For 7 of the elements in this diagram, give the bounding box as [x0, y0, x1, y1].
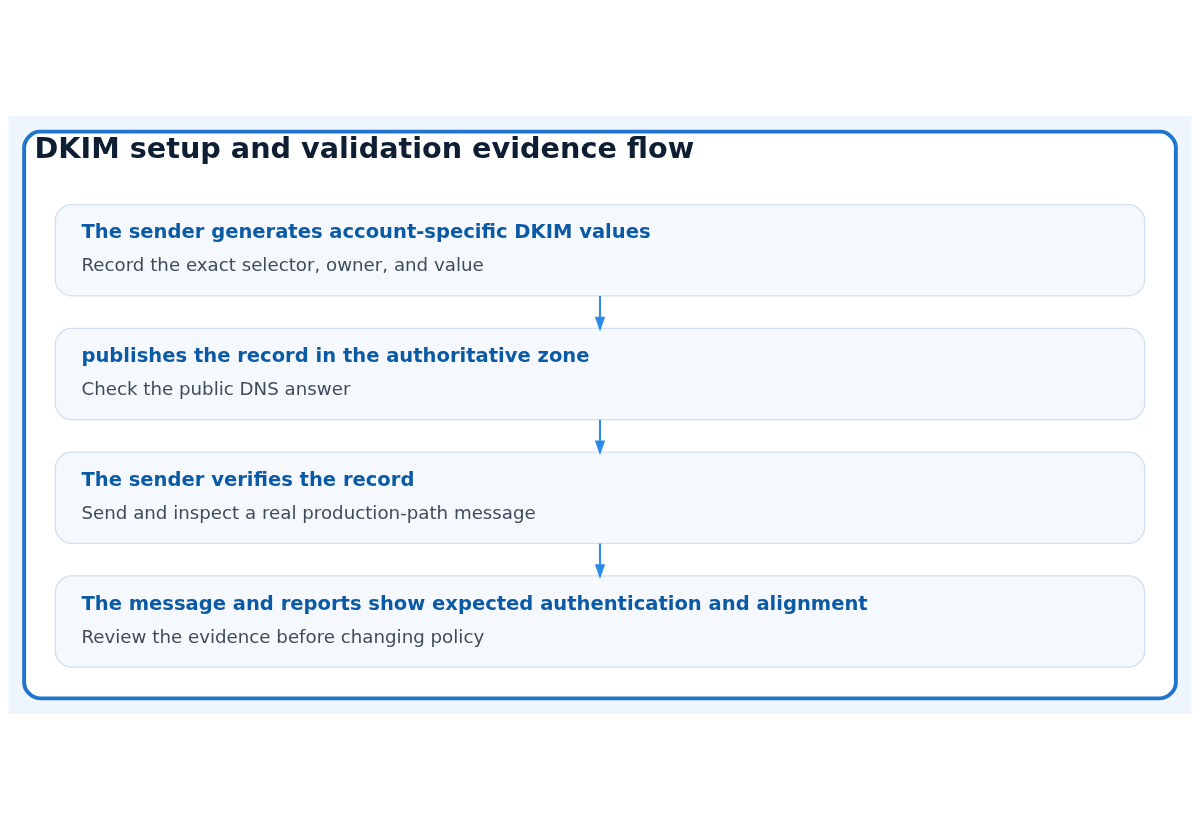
node-box: The sender generates account-specific DKIM values Record the exact selector, owner, and value — [54, 203, 1146, 296]
arrow — [594, 295, 606, 331]
arrow — [594, 419, 606, 455]
node-box: publishes the record in the authoritative zone Check the public DNS answer — [54, 327, 1146, 420]
arrow — [594, 542, 606, 579]
node-box: The message and reports show expected authentication and alignment Review the evidence before changing policy — [54, 574, 1146, 668]
node-box: The sender verifies the record Send and inspect a real production-path message — [54, 451, 1146, 544]
